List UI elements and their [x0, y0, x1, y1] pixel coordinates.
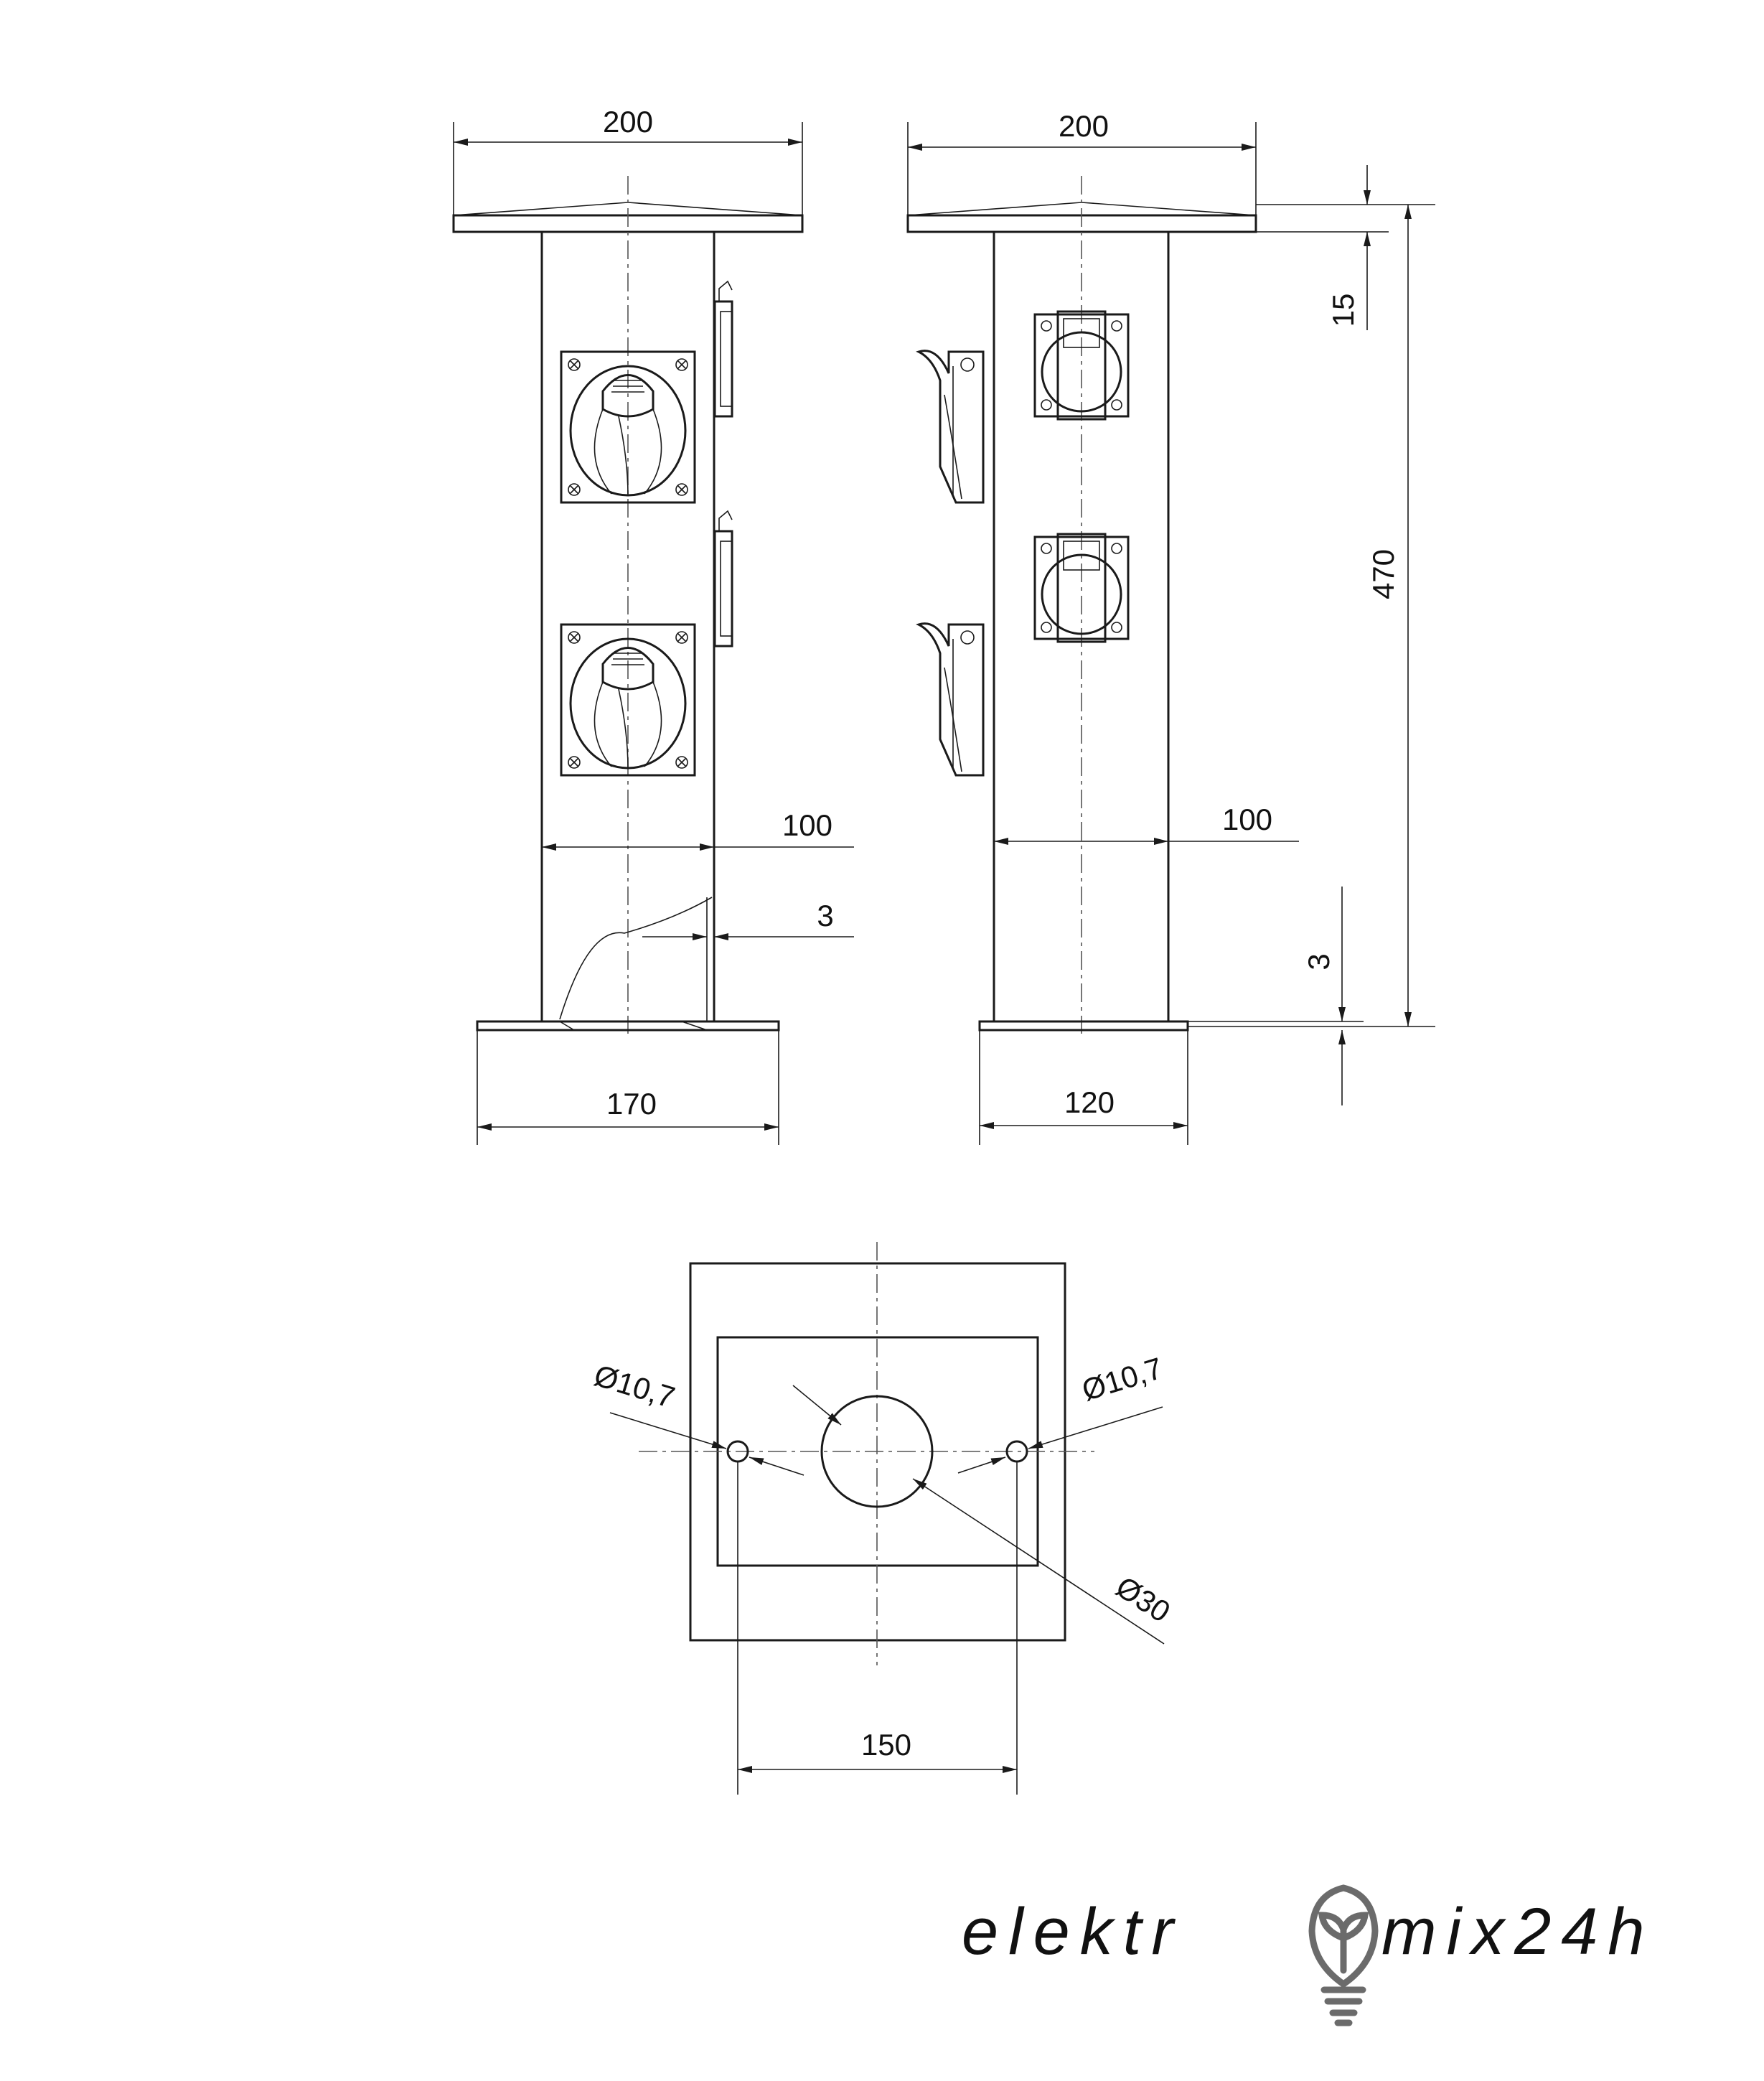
logo-text-right: mix24h: [1381, 1895, 1655, 1968]
front-flap-lower: [713, 510, 733, 647]
side-flap-upper: [917, 350, 985, 504]
logo-text-left: elektr: [962, 1895, 1183, 1968]
brand-logo: elektr mix24h: [962, 1884, 1655, 2026]
hole-right-diameter: Ø10,7: [1078, 1351, 1166, 1407]
side-flap-lower: [917, 622, 985, 777]
side-view: 200 100 120 15 470 3: [906, 109, 1435, 1145]
lightbulb-icon: [1308, 1884, 1379, 2026]
side-total-height: 470: [1366, 549, 1400, 599]
front-width-pillar: 100: [782, 808, 832, 842]
center-hole: [820, 1395, 934, 1508]
base-plate-view: 150 Ø30 Ø10,7 Ø10,7: [591, 1242, 1176, 1795]
front-flap-upper: [713, 280, 733, 418]
front-width-top: 200: [603, 105, 653, 139]
side-width-pillar: 100: [1222, 803, 1272, 836]
front-width-base: 170: [606, 1087, 657, 1121]
hole-left-diameter: Ø10,7: [591, 1358, 679, 1414]
front-view: 200 100 3 170: [452, 105, 854, 1145]
side-base-thickness: 3: [1302, 953, 1336, 970]
side-width-base: 120: [1064, 1085, 1115, 1119]
side-cap-height: 15: [1326, 294, 1360, 327]
front-wall-thickness: 3: [817, 899, 833, 932]
hole-spacing: 150: [861, 1728, 911, 1762]
center-hole-diameter: Ø30: [1110, 1570, 1176, 1629]
side-width-top: 200: [1059, 109, 1109, 143]
